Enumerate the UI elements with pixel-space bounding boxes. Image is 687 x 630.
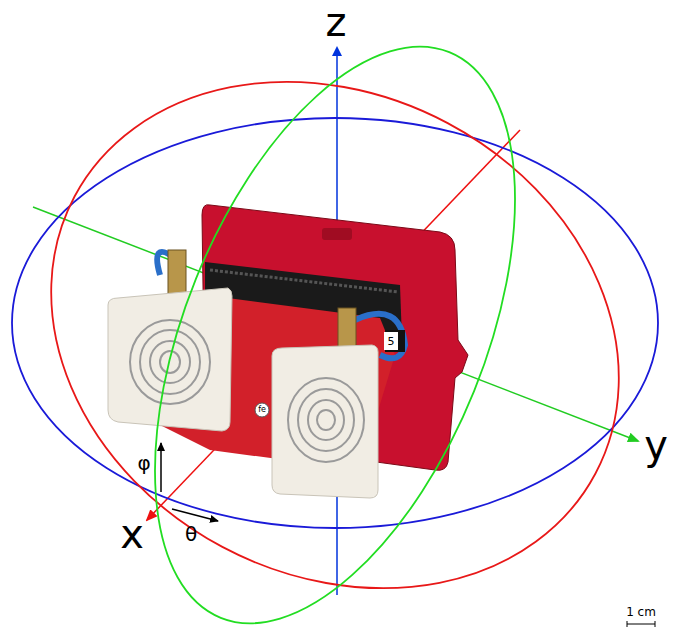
axis-label: y [644, 425, 668, 465]
axis-label: z [326, 2, 347, 42]
logo-text: fe [258, 406, 266, 414]
angle-label: θ [185, 524, 197, 544]
axis-label: x [120, 514, 144, 554]
angle-label: φ [137, 453, 150, 473]
scale-label: 1 cm [626, 606, 656, 618]
connector-number: 5 [388, 336, 395, 347]
